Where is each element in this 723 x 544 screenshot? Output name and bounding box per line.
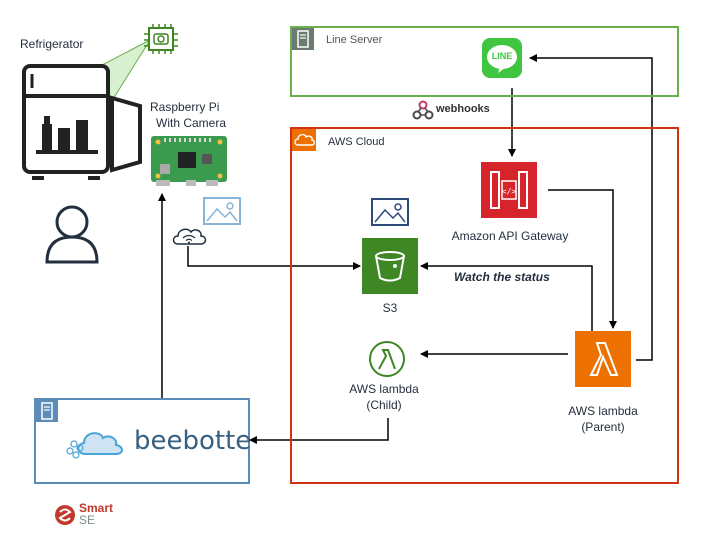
beebotte-group: beebotte — [34, 398, 252, 484]
lambda-parent-icon — [575, 331, 631, 387]
raspberry-pi-label-2: With Camera — [156, 116, 227, 130]
arrow-child-to-beebotte — [249, 418, 389, 444]
aws-cloud-title: AWS Cloud — [328, 136, 385, 148]
lambda-child-label-2: (Child) — [366, 398, 402, 412]
api-gateway-icon: </> — [481, 162, 537, 218]
beebotte-logo-icon — [66, 432, 123, 459]
smartse-logo-text-1: Smart — [79, 501, 114, 515]
arrow-parent-to-line — [529, 54, 653, 361]
lambda-child-label-1: AWS lambda — [349, 382, 419, 396]
lambda-parent-label-1: AWS lambda — [568, 404, 638, 418]
raspberry-pi-label-1: Raspberry Pi — [150, 100, 220, 114]
smartse-logo-text-2: SE — [79, 513, 96, 527]
line-server-group: Line Server — [290, 26, 679, 97]
raspberry-pi-icon — [151, 136, 227, 186]
webhooks-icon — [412, 100, 434, 120]
line-server-title: Line Server — [326, 34, 383, 46]
arrow-parent-to-s3 — [420, 262, 593, 332]
server-icon — [292, 28, 314, 50]
image-icon — [203, 197, 241, 225]
refrigerator-label: Refrigerator — [20, 37, 84, 51]
arrow-rpi-to-s3 — [187, 246, 361, 270]
refrigerator-icon — [22, 64, 142, 180]
smartse-logo-icon — [55, 505, 75, 525]
svg-text:</>: </> — [502, 187, 517, 196]
api-gateway-label: Amazon API Gateway — [451, 229, 569, 243]
beebotte-label: beebotte — [134, 426, 252, 456]
lambda-child-icon — [369, 341, 405, 377]
user-icon — [45, 205, 99, 264]
s3-label: S3 — [382, 301, 398, 315]
camera-chip-icon — [144, 24, 178, 54]
line-app-icon: LINE — [482, 38, 522, 78]
wifi-cloud-icon — [172, 228, 207, 245]
s3-bucket-icon — [362, 238, 418, 294]
s3-image-icon — [371, 198, 409, 226]
line-logo-text: LINE — [491, 51, 513, 61]
arrow-api-to-parent — [548, 189, 617, 329]
beebotte-server-icon — [36, 400, 58, 422]
aws-cloud-icon — [292, 129, 316, 151]
aws-cloud-group: AWS Cloud — [290, 127, 679, 484]
watch-status-label: Watch the status — [454, 270, 550, 284]
lambda-parent-label-2: (Parent) — [581, 420, 625, 434]
webhooks-label: webhooks — [436, 103, 490, 115]
